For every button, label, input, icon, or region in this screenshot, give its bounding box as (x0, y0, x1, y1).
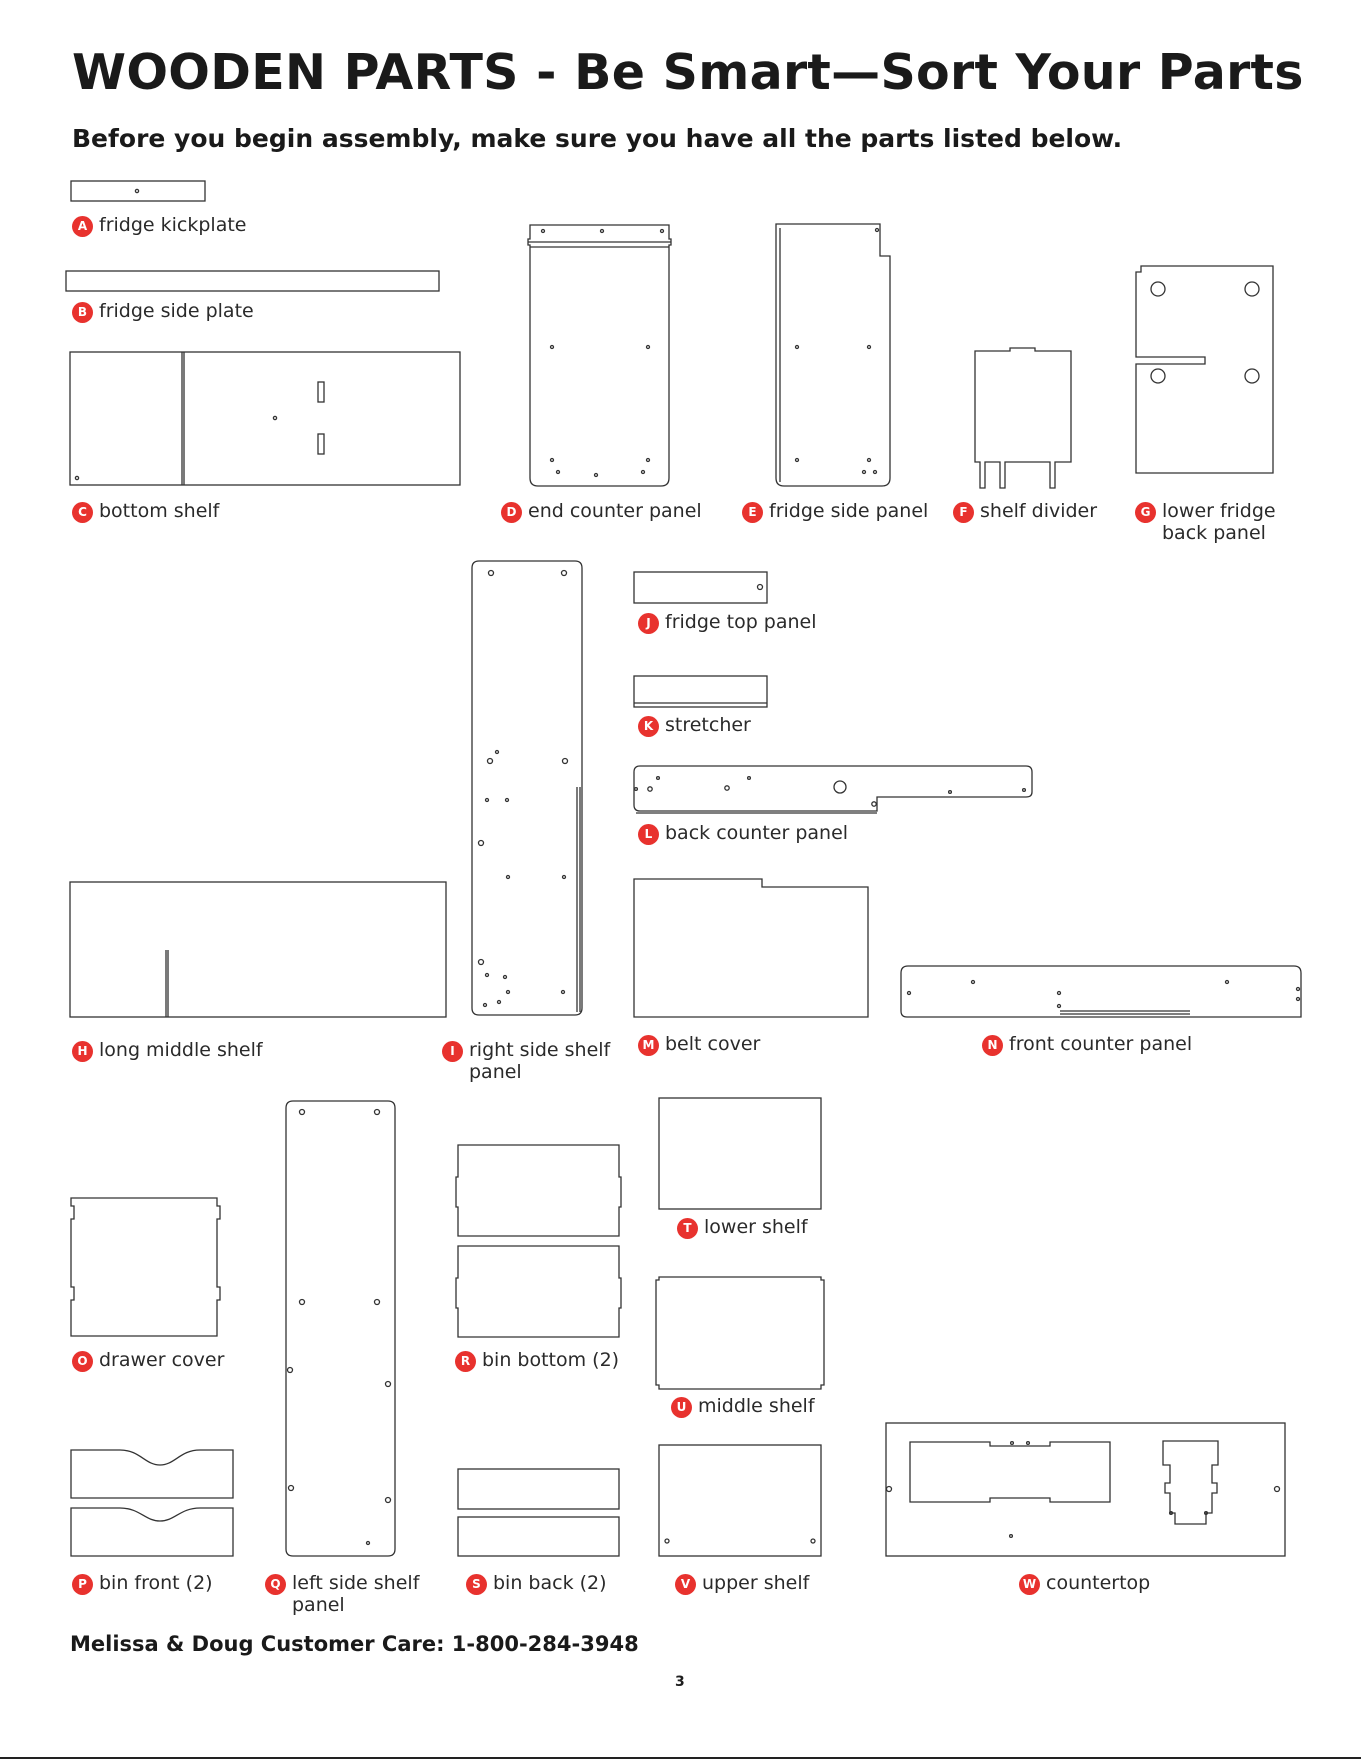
part-badge: Q (265, 1574, 286, 1595)
part-name: belt cover (665, 1033, 761, 1055)
part-drawing-m (633, 878, 869, 1018)
part-badge: A (72, 216, 93, 237)
part-drawing-g (1135, 265, 1274, 474)
part-name: bin front (2) (99, 1572, 213, 1594)
part-name: drawer cover (99, 1349, 225, 1371)
part-drawing-n (900, 965, 1302, 1018)
part-drawing-v (658, 1444, 822, 1557)
page-subtitle: Before you begin assembly, make sure you… (72, 124, 1123, 153)
part-badge: W (1019, 1574, 1040, 1595)
part-name: countertop (1046, 1572, 1151, 1594)
part-badge: M (638, 1035, 659, 1056)
part-name: bin bottom (2) (482, 1349, 620, 1371)
part-drawing-i (471, 560, 583, 1016)
part-name: bottom shelf (99, 500, 220, 522)
part-name: front counter panel (1009, 1033, 1193, 1055)
part-drawing-u (655, 1276, 825, 1390)
part-name: fridge side plate (99, 300, 254, 322)
part-drawing-r (455, 1144, 622, 1338)
part-badge: V (675, 1574, 696, 1595)
part-badge: P (72, 1574, 93, 1595)
part-badge: G (1135, 502, 1156, 523)
page-title: WOODEN PARTS - Be Smart—Sort Your Parts (72, 44, 1304, 101)
part-drawing-d (527, 224, 672, 487)
part-drawing-k (633, 675, 768, 708)
part-name: stretcher (665, 714, 751, 736)
part-badge: L (638, 824, 659, 845)
part-name: upper shelf (702, 1572, 810, 1594)
part-drawing-p (70, 1449, 234, 1557)
part-badge: R (455, 1351, 476, 1372)
part-name: middle shelf (698, 1395, 815, 1417)
part-badge: S (466, 1574, 487, 1595)
part-drawing-c (69, 351, 461, 486)
part-drawing-e (775, 223, 891, 487)
customer-care-line: Melissa & Doug Customer Care: 1-800-284-… (70, 1632, 639, 1656)
part-drawing-b (65, 270, 440, 292)
part-name: left side shelf panel (292, 1572, 420, 1616)
part-name: lower fridge back panel (1162, 500, 1276, 544)
page-number: 3 (675, 1674, 685, 1690)
part-badge: T (677, 1218, 698, 1239)
part-badge: E (742, 502, 763, 523)
part-name: end counter panel (528, 500, 702, 522)
part-name: fridge kickplate (99, 214, 247, 236)
part-badge: B (72, 302, 93, 323)
part-drawing-o (70, 1197, 221, 1337)
part-badge: I (442, 1041, 463, 1062)
part-drawing-w (885, 1422, 1286, 1557)
part-badge: J (638, 613, 659, 634)
part-badge: D (501, 502, 522, 523)
part-badge: F (953, 502, 974, 523)
part-drawing-t (658, 1097, 822, 1210)
part-drawing-q (285, 1100, 396, 1557)
part-name: bin back (2) (493, 1572, 607, 1594)
part-badge: C (72, 502, 93, 523)
part-drawing-f (974, 347, 1072, 489)
part-badge: U (671, 1397, 692, 1418)
part-badge: H (72, 1041, 93, 1062)
part-badge: O (72, 1351, 93, 1372)
part-drawing-j (633, 571, 768, 604)
part-drawing-h (69, 881, 447, 1018)
part-badge: N (982, 1035, 1003, 1056)
part-name: back counter panel (665, 822, 849, 844)
part-badge: K (638, 716, 659, 737)
part-name: fridge side panel (769, 500, 929, 522)
bottom-rule (0, 1757, 1361, 1759)
part-drawing-s (457, 1468, 620, 1557)
part-name: shelf divider (980, 500, 1098, 522)
part-name: fridge top panel (665, 611, 817, 633)
part-name: right side shelf panel (469, 1039, 611, 1083)
part-drawing-a (70, 180, 206, 202)
part-name: lower shelf (704, 1216, 808, 1238)
part-name: long middle shelf (99, 1039, 263, 1061)
part-drawing-l (633, 765, 1033, 814)
